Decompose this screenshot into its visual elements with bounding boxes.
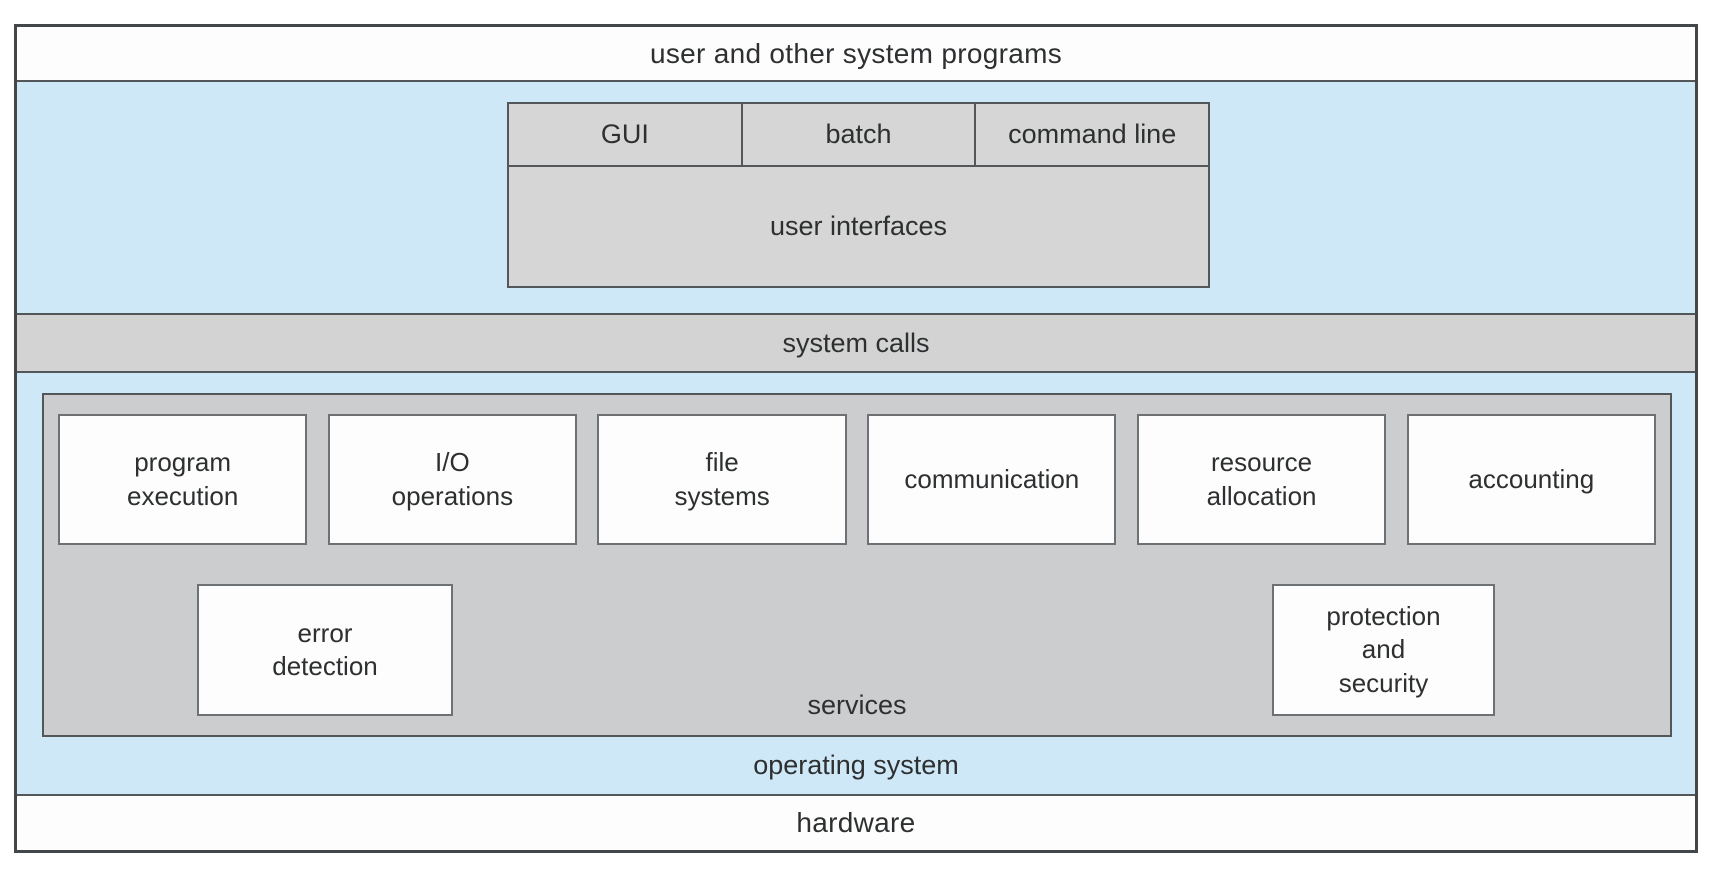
os-structure-diagram-frame: user and other system programs GUI batch… bbox=[14, 24, 1698, 853]
services-caption: services bbox=[807, 690, 907, 720]
ui-mode-batch-label: batch bbox=[825, 119, 892, 149]
services-box: program execution I/O operations file sy… bbox=[42, 393, 1672, 737]
user-interfaces-caption-area: user interfaces bbox=[509, 167, 1208, 286]
hardware-layer: hardware bbox=[17, 794, 1695, 850]
ui-mode-command-line: command line bbox=[974, 104, 1208, 165]
service-box-program-execution: program execution bbox=[58, 414, 308, 545]
user-interfaces-box: GUI batch command line user interfaces bbox=[507, 102, 1210, 288]
service-label-error-detection: error detection bbox=[272, 617, 378, 681]
service-box-communication: communication bbox=[867, 414, 1117, 545]
user-programs-label: user and other system programs bbox=[649, 37, 1063, 69]
service-label-communication: communication bbox=[904, 463, 1080, 494]
service-label-file-systems: file systems bbox=[674, 447, 770, 511]
system-calls-layer: system calls bbox=[17, 313, 1695, 373]
ui-mode-batch: batch bbox=[740, 104, 975, 165]
system-calls-label: system calls bbox=[782, 327, 930, 358]
service-label-resource-allocation: resource allocation bbox=[1206, 447, 1317, 511]
operating-system-label: operating system bbox=[753, 750, 959, 780]
ui-mode-gui: GUI bbox=[509, 104, 741, 165]
service-label-program-execution: program execution bbox=[126, 447, 239, 511]
service-box-accounting: accounting bbox=[1406, 414, 1656, 545]
service-box-error-detection: error detection bbox=[197, 584, 453, 716]
services-row-1: program execution I/O operations file sy… bbox=[58, 414, 1656, 545]
service-box-file-systems: file systems bbox=[597, 414, 847, 545]
service-label-accounting: accounting bbox=[1468, 463, 1595, 494]
service-box-protection-security: protection and security bbox=[1272, 584, 1495, 716]
ui-mode-command-line-label: command line bbox=[1008, 119, 1177, 149]
hardware-label: hardware bbox=[796, 807, 916, 838]
service-label-io-operations: I/O operations bbox=[391, 447, 514, 511]
operating-system-label-strip: operating system bbox=[17, 737, 1695, 794]
service-box-resource-allocation: resource allocation bbox=[1136, 414, 1387, 545]
interface-layer-band: GUI batch command line user interfaces bbox=[17, 82, 1695, 313]
service-box-io-operations: I/O operations bbox=[327, 414, 578, 545]
user-interface-modes-row: GUI batch command line bbox=[509, 104, 1208, 167]
user-programs-layer: user and other system programs bbox=[17, 27, 1695, 82]
ui-mode-gui-label: GUI bbox=[600, 119, 649, 149]
user-interfaces-caption: user interfaces bbox=[769, 211, 948, 241]
operating-system-layer-band: program execution I/O operations file sy… bbox=[17, 373, 1695, 794]
service-label-protection-security: protection and security bbox=[1326, 601, 1441, 698]
